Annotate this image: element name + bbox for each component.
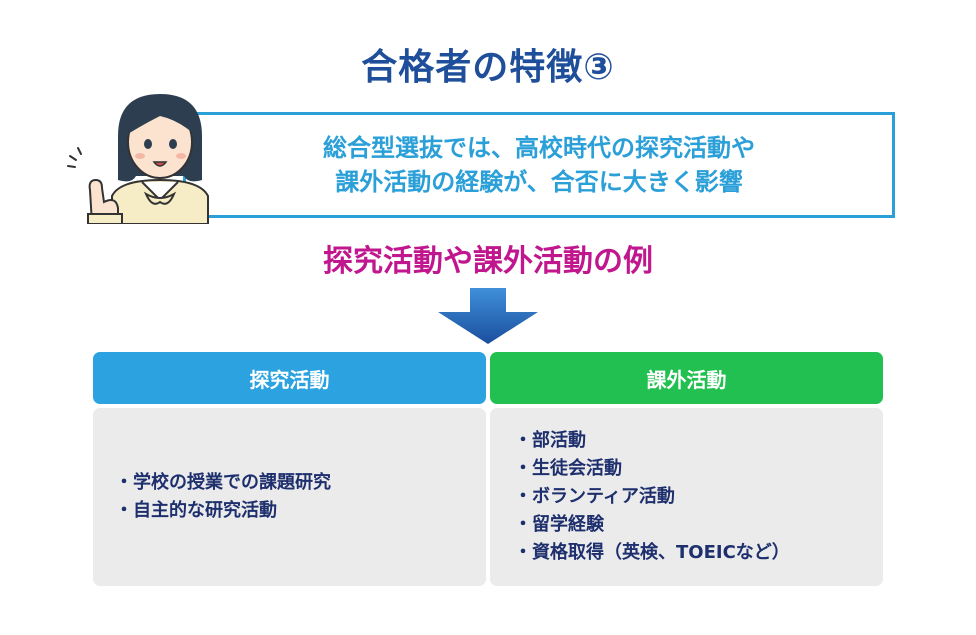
- callout-box: 総合型選抜では、高校時代の探究活動や 課外活動の経験が、合否に大きく影響: [183, 112, 895, 218]
- extracurricular-activities-list: ・部活動 ・生徒会活動 ・ボランティア活動 ・留学経験 ・資格取得（英検、TOE…: [490, 408, 883, 586]
- list-item: ・部活動: [514, 430, 586, 451]
- page-title: 合格者の特徴③: [361, 47, 615, 88]
- down-arrow-icon: [438, 288, 538, 344]
- list-item: ・生徒会活動: [514, 458, 622, 479]
- callout-line-2: 課外活動の経験が、合否に大きく影響: [335, 168, 743, 196]
- list-item: ・留学経験: [514, 514, 604, 535]
- extracurricular-activities-header: 課外活動: [490, 352, 883, 404]
- list-item: ・学校の授業での課題研究: [115, 472, 331, 493]
- student-avatar-icon: [67, 94, 209, 224]
- list-item: ・自主的な研究活動: [115, 500, 277, 521]
- examples-subtitle: 探究活動や課外活動の例: [323, 244, 653, 279]
- list-item: ・資格取得（英検、TOEICなど）: [514, 542, 790, 563]
- inquiry-activities-header: 探究活動: [93, 352, 486, 404]
- list-item: ・ボランティア活動: [514, 486, 675, 507]
- callout-line-1: 総合型選抜では、高校時代の探究活動や: [323, 134, 755, 162]
- inquiry-activities-list: ・学校の授業での課題研究 ・自主的な研究活動: [93, 408, 486, 586]
